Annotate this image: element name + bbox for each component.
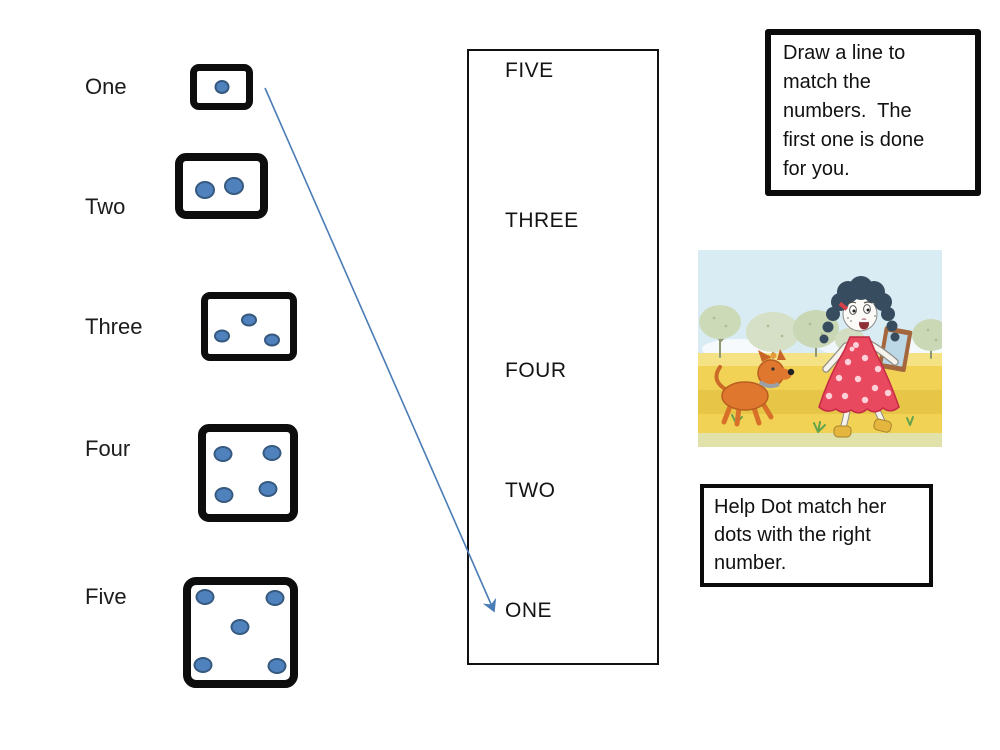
dice-dot [213, 446, 233, 463]
number-word-one: One [85, 74, 127, 99]
dot-and-dog-illustration [698, 250, 942, 447]
number-word-two: Two [85, 194, 126, 219]
dice-box-five[interactable] [183, 577, 298, 688]
match-options-box [467, 49, 659, 665]
dice-dot [214, 80, 230, 94]
match-option-four[interactable]: FOUR [505, 359, 567, 382]
dice-dot [193, 656, 213, 673]
number-word-five: Five [85, 584, 127, 609]
dice-box-two[interactable] [175, 153, 268, 219]
match-option-five[interactable]: FIVE [505, 59, 554, 82]
dice-box-four[interactable] [198, 424, 298, 522]
number-word-four: Four [85, 436, 131, 461]
dice-dot [263, 333, 280, 347]
polka-dots [825, 342, 892, 404]
dice-dot [230, 618, 249, 635]
dice-dot [213, 329, 230, 343]
dice-dot [258, 481, 278, 498]
dice-dot [262, 444, 282, 461]
girl-dot [818, 276, 913, 438]
dice-dot [214, 487, 234, 504]
dice-dot [223, 177, 244, 195]
instructions-box-top: Draw a line to match the numbers. The fi… [765, 29, 981, 196]
match-option-three[interactable]: THREE [505, 209, 579, 232]
book-icon [878, 326, 913, 372]
dog [714, 349, 795, 427]
dice-dot [194, 180, 215, 199]
dice-dot [265, 590, 285, 607]
match-option-two[interactable]: TWO [505, 479, 556, 502]
instructions-box-bottom: Help Dot match her dots with the right n… [700, 484, 933, 587]
hair [819, 276, 900, 344]
dice-box-three[interactable] [201, 292, 297, 361]
dice-dot [195, 589, 215, 606]
match-option-one[interactable]: ONE [505, 599, 553, 622]
hair-clip [838, 301, 849, 311]
number-word-three: Three [85, 314, 143, 339]
dice-dot [241, 313, 257, 327]
dice-dot [267, 657, 287, 674]
dice-box-one[interactable] [190, 64, 253, 110]
